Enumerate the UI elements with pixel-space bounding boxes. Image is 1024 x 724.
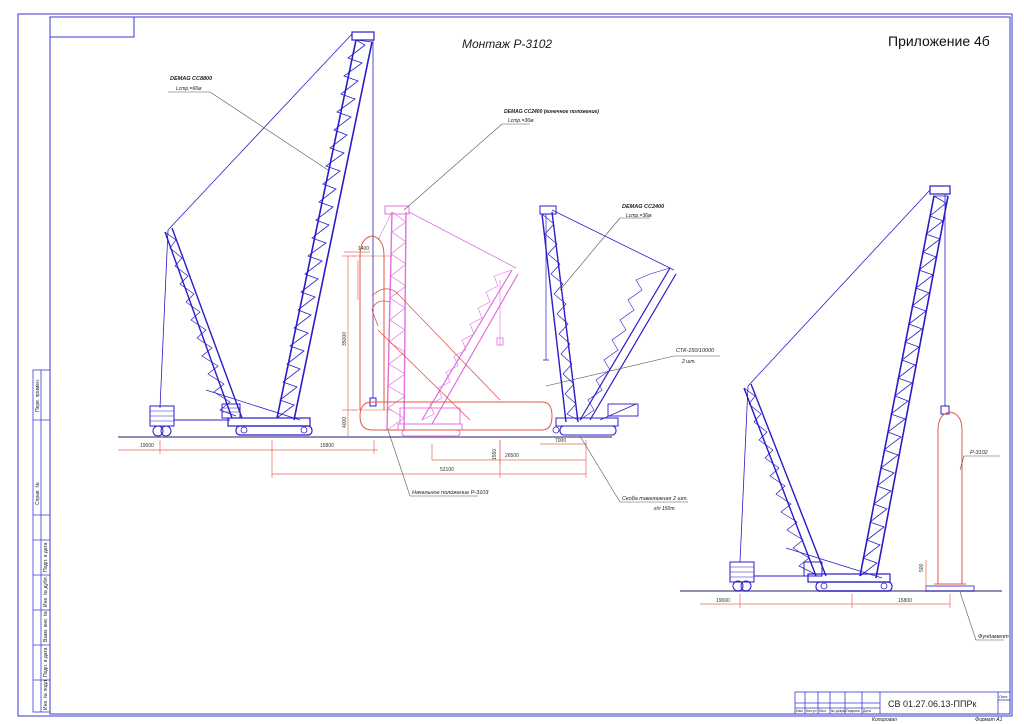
side-stamp-2: Справ. № — [35, 482, 41, 505]
dim-15800-left: 15800 — [320, 443, 334, 449]
drawing-code: СВ 01.27.06.13-ППРк — [888, 699, 976, 709]
dim-500: 500 — [919, 563, 925, 572]
col-kol: Кол.уч — [806, 709, 817, 713]
dimension-lines-right — [700, 560, 951, 608]
col-date: Дата — [863, 709, 871, 713]
crane-cc2400-end — [377, 205, 519, 437]
side-stamp — [32, 369, 51, 713]
format-label: Формат А1 — [975, 717, 1003, 723]
crane-cc8800-final — [729, 185, 951, 592]
col-ndoc: № докум. — [831, 709, 846, 713]
crane-cc2400 — [539, 205, 677, 436]
label-stk: СТК-150/10000 — [676, 348, 715, 354]
label-crane2-boom: Lстр.=36м. — [508, 118, 535, 124]
dim-19000-right: 19000 — [716, 598, 730, 604]
side-stamp-text: Перв. примен. Справ. № Подп. и дата Инв.… — [35, 379, 49, 710]
label-foundation: Фундамент — [978, 634, 1009, 640]
label-crane1-name: DEMAG CC8800 — [170, 76, 212, 82]
dim-35000: 35000 — [342, 332, 348, 346]
side-stamp-4: Инв. № дубл. — [43, 576, 49, 607]
dim-1550: 1550 — [492, 449, 498, 460]
crane-cc8800 — [149, 31, 377, 437]
label-crane3-boom: Lстр.=36м. — [626, 213, 653, 219]
drawing-title: Монтаж Р-3102 — [462, 37, 552, 51]
dimension-lines-left — [118, 251, 587, 478]
label-bracket-2: г/п 150т. — [654, 506, 676, 512]
leader-lines — [168, 91, 1004, 641]
dim-19000-left: 19000 — [140, 443, 154, 449]
dim-1400: 1400 — [358, 246, 369, 252]
col-list: Лист — [819, 709, 827, 713]
annotations: DEMAG CC8800 Lстр.=66м DEMAG CC2400 (кон… — [170, 76, 1009, 640]
dimension-labels-left: 19000 15800 1400 35000 4000 1550 7000 26… — [140, 246, 566, 473]
side-stamp-5: Взам. инв. № — [43, 611, 49, 642]
dim-4000: 4000 — [342, 417, 348, 428]
outer-frame — [17, 13, 1013, 717]
dim-7000: 7000 — [555, 438, 566, 444]
label-stk-qty: 2 шт. — [681, 359, 696, 365]
appendix-label: Приложение 4б — [888, 33, 990, 49]
vessel-initial — [352, 235, 553, 431]
dim-52100: 52100 — [440, 467, 454, 473]
side-stamp-7: Инв. № подл. — [43, 679, 49, 710]
corner-stamp — [49, 16, 135, 38]
vessel-final — [925, 411, 975, 592]
dim-15800-right: 15800 — [898, 598, 912, 604]
label-crane3-name: DEMAG CC2400 — [622, 204, 664, 210]
col-sign: Подпись — [846, 709, 860, 713]
label-initial-position: Начальное положение Р-3103 — [412, 490, 489, 496]
label-crane1-boom: Lстр.=66м — [176, 86, 202, 92]
side-stamp-1: Перв. примен. — [35, 379, 41, 412]
dimension-labels-right: 19000 15800 500 — [716, 563, 925, 604]
label-vessel: Р-3102 — [970, 450, 988, 456]
title-block — [794, 691, 1011, 715]
label-crane2-name: DEMAG CC2400 (конечное положение) — [504, 109, 599, 115]
dim-26500: 26500 — [505, 453, 519, 459]
sheet-label: Лист — [999, 694, 1008, 699]
col-izm: Изм — [796, 709, 803, 713]
copied-label: Копировал — [872, 717, 897, 723]
inner-frame — [49, 16, 1011, 715]
side-stamp-6: Подп. и дата — [43, 647, 49, 677]
title-block-columns: Изм Кол.уч Лист № докум. Подпись Дата — [796, 709, 871, 713]
side-stamp-3: Подп. и дата — [43, 542, 49, 572]
label-bracket-1: Скоба такелажная 2 шт. — [622, 496, 688, 502]
